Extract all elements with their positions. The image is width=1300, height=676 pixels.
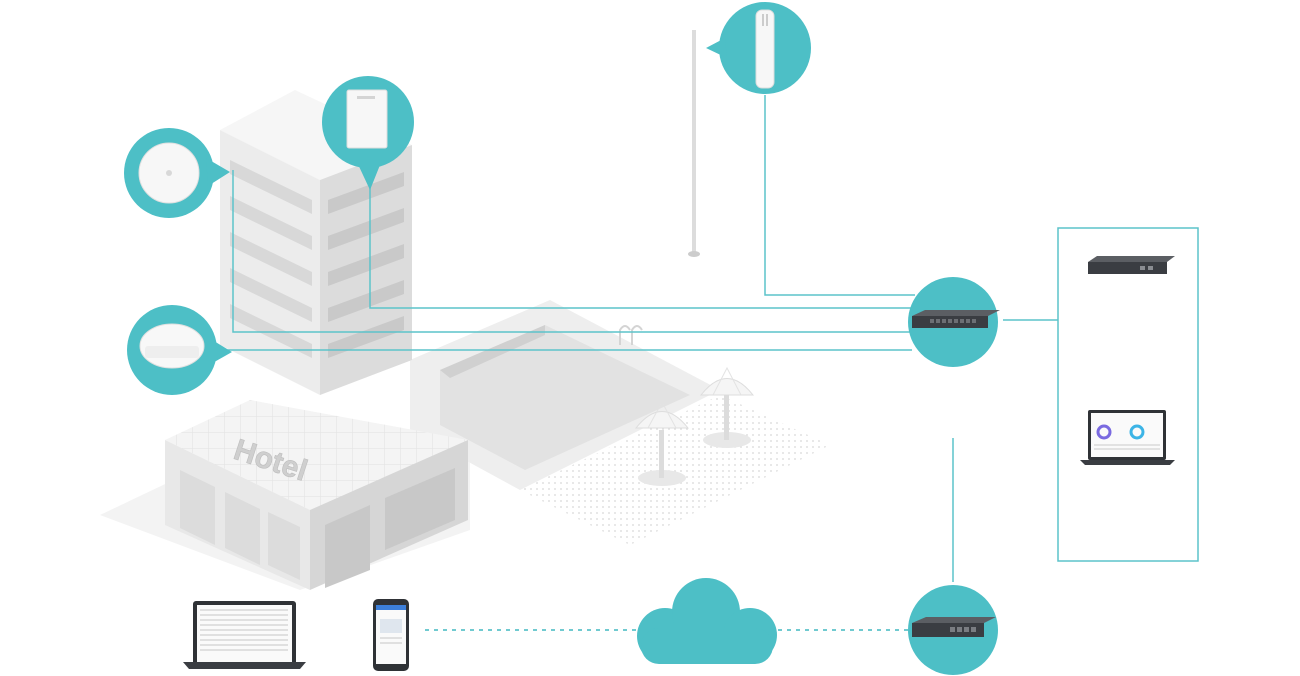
hardware-controller-icon xyxy=(1088,256,1175,274)
laptop-dashboard-icon xyxy=(1080,410,1175,465)
outdoor-access-point-icon xyxy=(755,9,775,89)
umbrella-table xyxy=(634,400,690,486)
pool-ladder xyxy=(619,325,643,345)
tower-windows-right xyxy=(328,172,404,358)
ethernet-cabling xyxy=(218,95,1199,582)
light-pole xyxy=(688,30,700,257)
patio xyxy=(520,395,830,545)
umbrella-table xyxy=(699,366,755,448)
gateway-router-icon xyxy=(912,617,996,637)
cloud-icon xyxy=(637,578,777,664)
tower-windows-left xyxy=(230,160,312,358)
gateway-router-bubble xyxy=(908,585,998,675)
laptop-dashboard-icon xyxy=(183,601,306,669)
ceiling-access-point-bubble xyxy=(124,128,230,218)
hotel-lobby: Hotel xyxy=(165,400,468,590)
smartphone-app-icon xyxy=(373,599,409,671)
pool-area xyxy=(410,300,720,490)
wall-plate-access-point-icon xyxy=(346,89,388,149)
ceiling-access-point-bubble-lower xyxy=(127,305,232,395)
poe-switch-icon xyxy=(912,310,1000,328)
poe-switch-bubble xyxy=(908,277,1000,367)
wall-plate-access-point-bubble xyxy=(322,76,414,190)
outdoor-access-point-bubble xyxy=(706,2,811,94)
